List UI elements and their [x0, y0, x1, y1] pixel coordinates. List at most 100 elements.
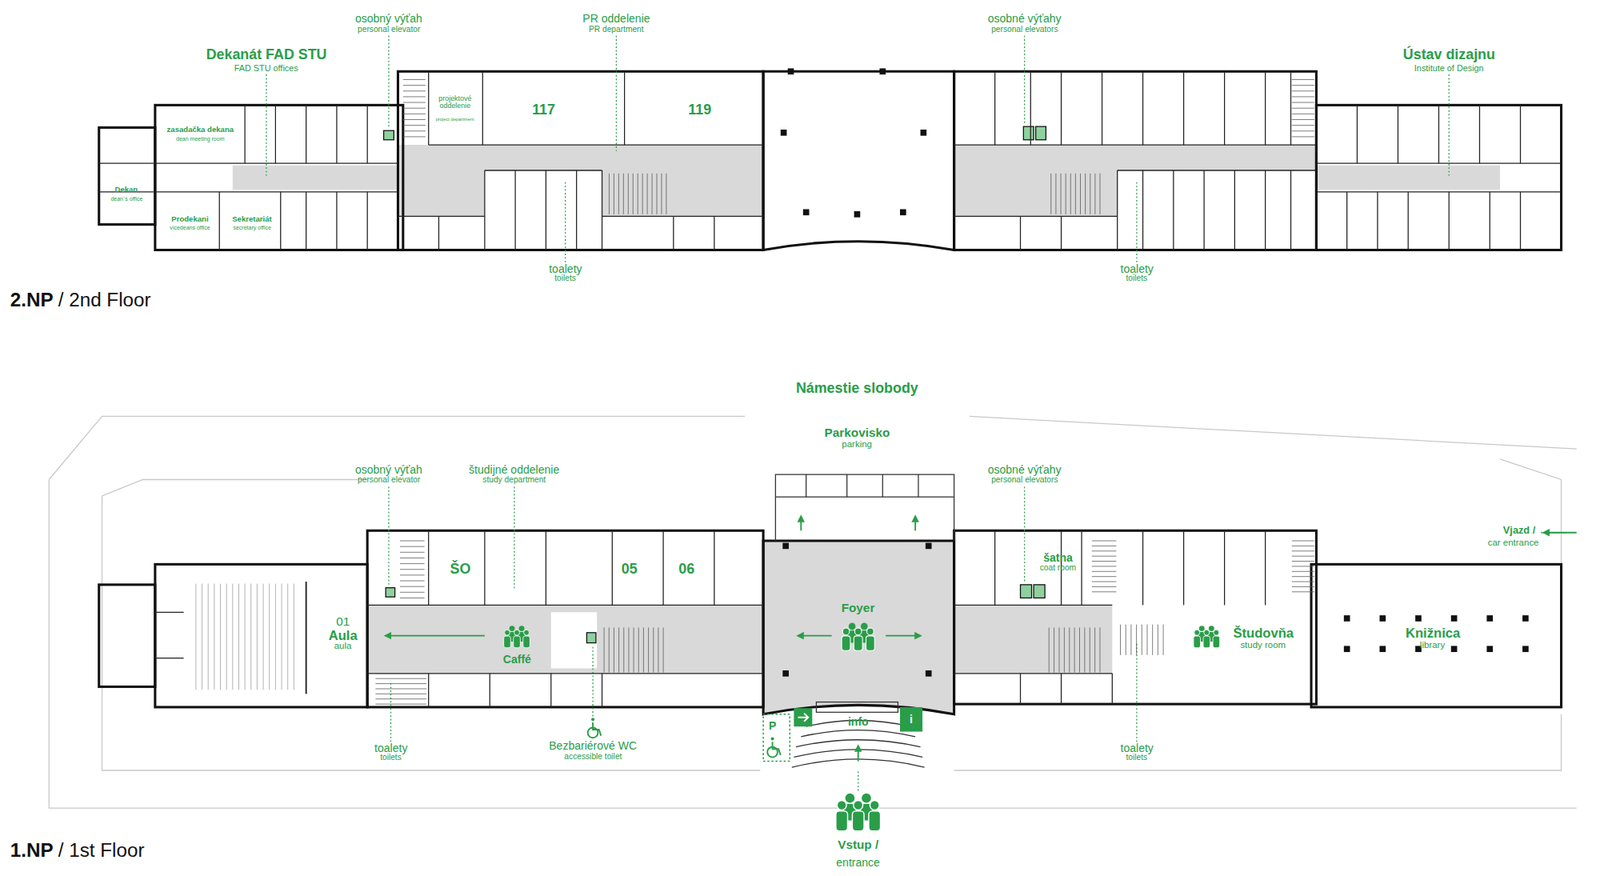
plan-rect — [1451, 615, 1458, 622]
plan-rect — [99, 127, 156, 224]
plan-use — [836, 793, 881, 832]
plan-line — [275, 584, 276, 691]
plan-rect — [782, 670, 789, 677]
plan-rect — [1311, 564, 1562, 708]
plan-line — [1146, 624, 1148, 656]
plan-path — [564, 181, 566, 263]
plan-line — [1092, 581, 1117, 583]
plan-line — [1092, 540, 1117, 542]
plan-path — [1024, 486, 1025, 583]
plan-line — [1050, 173, 1052, 215]
plan-path — [914, 518, 916, 531]
plan-line — [367, 104, 368, 164]
plan-line — [994, 71, 996, 145]
plan-line — [403, 136, 426, 137]
plan-line — [367, 672, 764, 674]
plan-rect — [1522, 615, 1529, 622]
plan-line — [1292, 90, 1315, 92]
plan-g — [99, 71, 1562, 715]
plan-path — [775, 496, 954, 541]
plan-path — [388, 36, 389, 129]
plan-line — [1264, 170, 1266, 250]
plan-rect — [854, 211, 861, 218]
plan-line — [1292, 565, 1315, 567]
plan-label: dean meeting room — [176, 136, 224, 143]
plan-rect — [1344, 615, 1351, 622]
plan-line — [1117, 169, 1317, 171]
plan-line — [1163, 624, 1164, 656]
plan-path — [48, 479, 1576, 808]
plan-line — [1058, 627, 1060, 672]
plan-path — [592, 647, 593, 717]
plan-rect — [1415, 615, 1422, 622]
plan-line — [643, 627, 644, 672]
plan-label: parking — [841, 440, 872, 451]
plan-path — [397, 144, 764, 216]
plan-rect — [920, 129, 928, 136]
plan-label: library — [1420, 640, 1445, 652]
plan-line — [648, 627, 649, 672]
plan-line — [1397, 104, 1399, 164]
plan-line — [1292, 96, 1315, 97]
plan-line — [1290, 71, 1292, 145]
plan-line — [1292, 556, 1315, 557]
plan-line — [1292, 576, 1315, 577]
plan-line — [484, 170, 485, 250]
plan-line — [1356, 104, 1358, 164]
plan-line — [336, 192, 337, 251]
plan-rect — [954, 604, 1113, 673]
plan-line — [1408, 192, 1409, 251]
plan-rect — [385, 588, 395, 597]
plan-line — [1346, 192, 1348, 251]
plan-label: Ústav dizajnu — [1403, 46, 1496, 63]
plan-label: PR department — [588, 24, 644, 34]
plan-line — [1084, 173, 1086, 215]
plan-line — [99, 162, 156, 164]
plan-line — [1092, 556, 1117, 557]
plan-rect — [900, 208, 907, 216]
plan-line — [155, 612, 184, 613]
plan-circle — [591, 717, 595, 721]
plan-line — [397, 216, 484, 217]
plan-line — [657, 627, 659, 672]
plan-rect — [1316, 104, 1561, 250]
plan-line — [1142, 71, 1144, 145]
plan-line — [954, 216, 1118, 217]
plan-label: accessible toilet — [564, 752, 622, 762]
plan-line — [219, 192, 220, 251]
plan-label: info — [848, 715, 869, 728]
plan-line — [244, 584, 246, 691]
plan-label: osobné výťahy — [988, 463, 1062, 476]
plan-line — [375, 704, 427, 705]
plan-g — [99, 68, 1562, 707]
plan-line — [400, 546, 425, 548]
plan-label: Námestie slobody — [796, 380, 919, 396]
plan-line — [1479, 104, 1480, 164]
plan-line — [305, 104, 307, 164]
plan-line — [489, 673, 491, 708]
plan-line — [305, 581, 308, 694]
plan-label: 119 — [688, 101, 712, 118]
plan-line — [403, 84, 426, 86]
plan-line — [293, 584, 295, 691]
plan-label: toalety — [548, 262, 582, 275]
plan-label: Prodekani — [171, 215, 208, 224]
plan-rect — [99, 584, 156, 688]
plan-line — [403, 102, 426, 104]
plan-line — [1292, 136, 1315, 137]
plan-line — [1292, 560, 1315, 562]
plan-rect — [954, 71, 1317, 250]
plan-line — [1080, 173, 1081, 215]
plan-line — [1092, 560, 1117, 562]
plan-line — [268, 584, 270, 691]
plan-rect — [551, 612, 597, 668]
plan-line — [213, 584, 215, 691]
plan-line — [428, 673, 429, 708]
plan-line — [400, 552, 425, 553]
plan-path — [1136, 181, 1137, 263]
plan-rect — [1316, 165, 1500, 191]
plan-line — [624, 71, 625, 145]
plan-line — [428, 71, 429, 145]
plan-path — [772, 741, 781, 756]
plan-line — [608, 627, 610, 672]
